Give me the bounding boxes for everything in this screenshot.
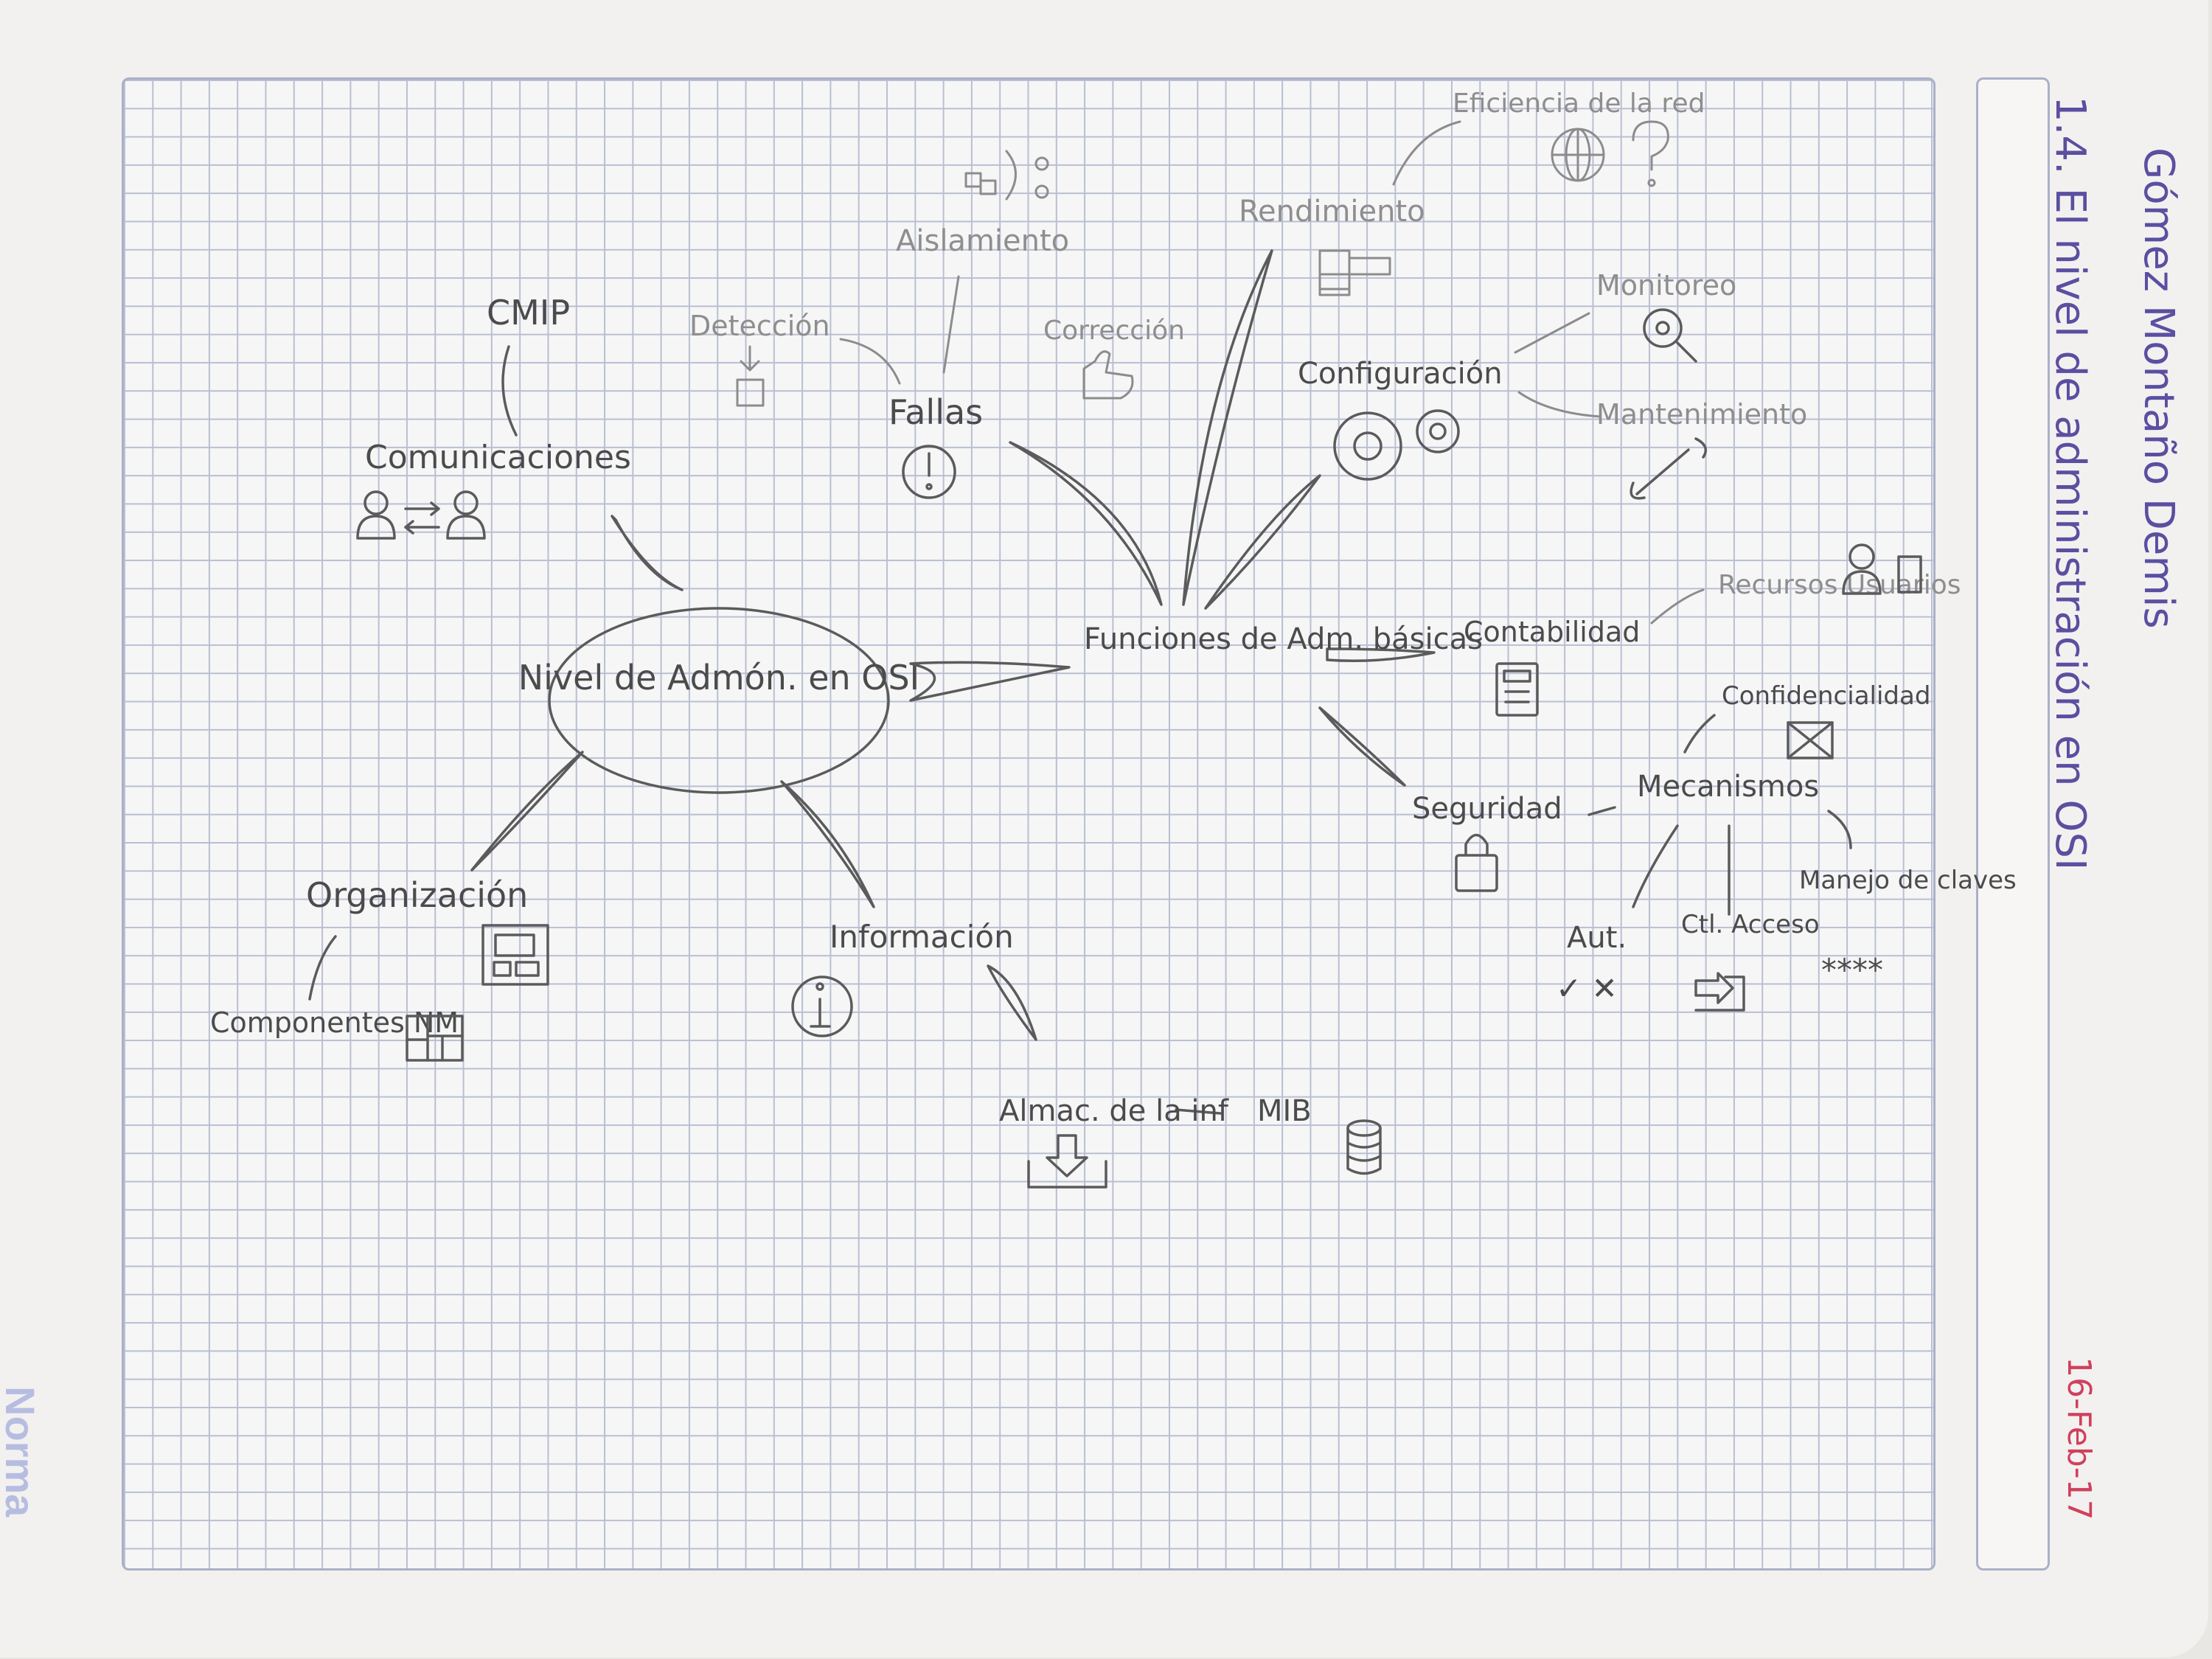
storage-label: Almac. de la inf — [999, 1094, 1229, 1128]
gear-icon — [1333, 409, 1460, 481]
branch-information — [780, 780, 875, 908]
maintenance-label: Mantenimiento — [1596, 398, 1807, 431]
center-label-line1: Nivel de Admón. en OSI — [518, 658, 920, 698]
branch-security — [1318, 706, 1406, 787]
link-keys — [1827, 810, 1852, 849]
configuration-label: Configuración — [1298, 357, 1503, 391]
center-label: Nivel de Admón. en OSI — [518, 658, 920, 698]
access-control-label: Ctl. Acceso — [1681, 910, 1820, 939]
branch-performance — [1182, 249, 1273, 606]
branch-configuration — [1204, 474, 1321, 610]
info-icon — [791, 975, 853, 1037]
link-efficiency — [1392, 120, 1461, 186]
center-node — [548, 607, 890, 794]
link-resources — [1650, 588, 1705, 625]
database-icon — [1346, 1119, 1382, 1175]
components-label: Componentes NM — [210, 1006, 459, 1039]
organization-label: Organización — [306, 875, 528, 915]
mechanisms-label: Mecanismos — [1637, 770, 1819, 804]
confidentiality-label: Confidencialidad — [1722, 681, 1930, 711]
branch-communications — [611, 515, 684, 591]
functions-label: Funciones de Adm. básicas — [1084, 622, 1483, 656]
link-detection — [839, 338, 901, 385]
wrench-icon — [1630, 437, 1708, 500]
question-icon — [1632, 120, 1669, 187]
link-mech-security — [1587, 806, 1616, 816]
detection-label: Detección — [689, 310, 830, 342]
organization-icon — [481, 924, 549, 986]
link-mib — [1175, 1108, 1222, 1115]
alert-icon — [902, 445, 956, 499]
resources-label: Recursos Usuarios — [1718, 570, 1961, 600]
performance-label: Rendimiento — [1239, 195, 1425, 229]
communications-label: Comunicaciones — [365, 439, 631, 476]
mib-label: MIB — [1257, 1094, 1312, 1128]
branch-accounting — [1326, 647, 1436, 662]
branch-functions — [909, 661, 1071, 702]
information-label: Información — [830, 919, 1014, 955]
monitoring-label: Monitoreo — [1596, 269, 1736, 302]
key-management-label: Manejo de claves — [1799, 866, 2017, 895]
check-cross-label: ✓ ✕ — [1556, 970, 1618, 1006]
link-confidentiality — [1683, 714, 1716, 754]
stars-label: **** — [1821, 952, 1883, 988]
link-cmip — [501, 345, 518, 437]
login-icon — [1694, 972, 1745, 1012]
security-label: Seguridad — [1412, 792, 1562, 826]
performance-chart-icon — [1318, 249, 1391, 296]
components-icon — [406, 1015, 464, 1062]
margin-strip — [1976, 77, 2050, 1571]
link-components — [308, 935, 337, 1001]
envelope-icon — [1787, 721, 1834, 759]
lock-icon — [1455, 833, 1498, 892]
user-icon — [1842, 543, 1922, 595]
link-aut — [1632, 824, 1679, 908]
isolation-label: Aislamiento — [896, 224, 1069, 258]
isolation-icon — [964, 150, 1049, 201]
download-icon — [1027, 1134, 1107, 1189]
branch-organization — [470, 751, 584, 872]
faults-label: Fallas — [888, 392, 983, 432]
link-monitoring — [1514, 312, 1590, 354]
branch-faults — [1009, 441, 1163, 606]
magnifier-icon — [1643, 308, 1697, 363]
accounting-label: Contabilidad — [1464, 616, 1640, 648]
link-storage — [987, 964, 1037, 1041]
users-exchange-icon — [356, 490, 486, 540]
efficiency-label: Eficiencia de la red — [1453, 88, 1705, 119]
calculator-icon — [1495, 662, 1539, 717]
detection-download-icon — [736, 345, 765, 407]
link-maintenance — [1517, 391, 1601, 418]
grid-paper — [122, 77, 1935, 1571]
link-isolation — [942, 275, 960, 374]
globe-icon — [1551, 128, 1605, 182]
cmip-label: CMIP — [487, 293, 570, 333]
authentication-label: Aut. — [1567, 921, 1627, 955]
thumbs-up-icon — [1082, 350, 1134, 400]
correction-label: Corrección — [1043, 316, 1185, 346]
